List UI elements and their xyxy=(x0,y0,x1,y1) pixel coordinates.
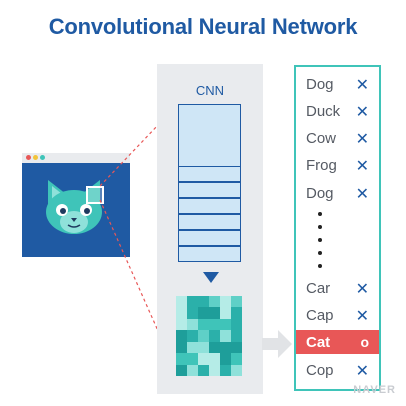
cross-icon: ✕ xyxy=(355,104,369,121)
feature-map-cell xyxy=(220,364,231,376)
diagram-title: Convolutional Neural Network xyxy=(48,14,358,39)
cnn-top-layer xyxy=(178,104,241,168)
feature-map-cell xyxy=(198,330,209,342)
feature-map-cell xyxy=(231,296,242,308)
feature-map-cell xyxy=(176,353,187,365)
cnn-label: CNN xyxy=(195,83,225,98)
feature-map-cell xyxy=(220,307,231,319)
feature-map-cell xyxy=(198,318,209,331)
list-item: Car✕ xyxy=(306,280,369,298)
cat-face-icon xyxy=(46,180,102,234)
cross-icon: ✕ xyxy=(355,363,369,380)
feature-map-cell xyxy=(209,330,220,342)
ellipsis-dot xyxy=(318,238,322,242)
feature-map-cell xyxy=(176,341,187,354)
feature-map-cell xyxy=(187,307,198,319)
feature-map-cell xyxy=(187,318,198,331)
ellipsis-dot xyxy=(318,225,322,229)
feature-map-cell xyxy=(187,364,198,376)
feature-map-cell xyxy=(209,364,220,376)
cross-icon: ✕ xyxy=(355,77,369,94)
cross-icon: ✕ xyxy=(355,131,369,148)
list-item: Cow✕ xyxy=(306,130,369,148)
feature-map-cell xyxy=(187,330,198,342)
feature-map-cell xyxy=(220,330,231,342)
feature-map-mosaic xyxy=(176,296,242,376)
window-title-bar xyxy=(22,153,130,163)
feature-map-cell xyxy=(198,296,209,308)
feature-map-cell xyxy=(220,318,231,331)
window-dot-yellow xyxy=(33,155,38,160)
list-item: Cap✕ xyxy=(306,307,369,325)
feature-map-cell xyxy=(176,364,187,376)
list-item: Dog✕ xyxy=(306,185,369,203)
window-dot-red xyxy=(26,155,31,160)
feature-map-cell xyxy=(231,330,242,342)
cross-icon: ✕ xyxy=(355,281,369,298)
list-item: Dog✕ xyxy=(306,76,369,94)
feature-map-cell xyxy=(198,307,209,319)
cnn-layer xyxy=(178,198,241,214)
feature-map-cell xyxy=(187,353,198,365)
cnn-layer xyxy=(178,182,241,198)
watermark: NAVER xyxy=(353,384,396,396)
feature-map-cell xyxy=(209,353,220,365)
feature-map-cell xyxy=(198,364,209,376)
feature-map-cell xyxy=(209,307,220,319)
feature-map-cell xyxy=(176,330,187,342)
feature-map-cell xyxy=(198,353,209,365)
feature-map-cell xyxy=(176,296,187,308)
cnn-layer xyxy=(178,246,241,262)
feature-map-cell xyxy=(231,341,242,354)
cross-icon: ✕ xyxy=(355,186,369,203)
feature-map-cell xyxy=(176,318,187,331)
list-item: Duck✕ xyxy=(306,103,369,121)
cnn-layer xyxy=(178,214,241,230)
cnn-layer xyxy=(178,230,241,246)
circle-icon: o xyxy=(360,334,369,350)
ellipsis-dot xyxy=(318,212,322,216)
feature-map-cell xyxy=(231,318,242,331)
cross-icon: ✕ xyxy=(355,308,369,325)
list-item: Cop✕ xyxy=(306,362,369,380)
feature-map-cell xyxy=(209,341,220,354)
cross-icon: ✕ xyxy=(355,158,369,175)
feature-map-cell xyxy=(198,341,209,354)
feature-map-cell xyxy=(220,296,231,308)
feature-map-cell xyxy=(176,307,187,319)
feature-map-cell xyxy=(220,341,231,354)
feature-map-cell xyxy=(187,341,198,354)
feature-map-cell xyxy=(231,353,242,365)
ellipsis-dot xyxy=(318,251,322,255)
feature-map-cell xyxy=(187,296,198,308)
feature-map-cell xyxy=(209,296,220,308)
feature-map-cell xyxy=(220,353,231,365)
window-dot-green xyxy=(40,155,45,160)
list-item: Frog✕ xyxy=(306,157,369,175)
receptive-field-box xyxy=(86,186,104,204)
right-arrow-icon xyxy=(262,330,292,358)
feature-map-cell xyxy=(209,318,220,331)
ellipsis-dot xyxy=(318,264,322,268)
cnn-layer xyxy=(178,166,241,182)
feature-map-cell xyxy=(231,307,242,319)
down-arrow-icon xyxy=(203,272,219,283)
feature-map-cell xyxy=(231,364,242,376)
